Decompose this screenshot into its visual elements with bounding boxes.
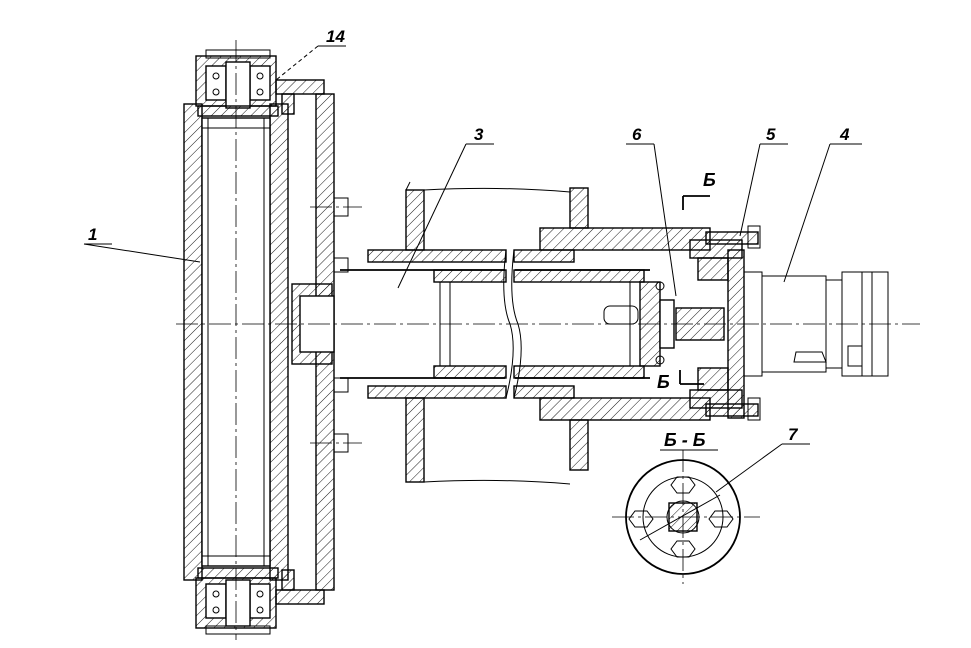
housing-flange — [539, 225, 761, 421]
roller-assembly — [183, 40, 289, 640]
label-part-4: 4 — [839, 125, 850, 144]
fork-bracket — [275, 79, 362, 605]
label-part-1: 1 — [88, 225, 97, 244]
section-mark-top: Б — [703, 170, 716, 190]
leader-lines — [83, 45, 862, 493]
label-part-5: 5 — [766, 125, 776, 144]
section-marks: Б Б Б - Б — [657, 170, 718, 451]
section-title: Б - Б — [664, 430, 706, 450]
label-part-7: 7 — [788, 425, 799, 444]
label-part-3: 3 — [474, 125, 484, 144]
shaft — [340, 249, 650, 399]
support-beam — [405, 181, 589, 485]
section-mark-bottom: Б — [657, 372, 670, 392]
part-labels: 1 3 6 5 4 7 14 — [88, 27, 850, 444]
section-view — [612, 450, 760, 584]
label-part-14: 14 — [326, 27, 345, 46]
label-part-6: 6 — [632, 125, 642, 144]
